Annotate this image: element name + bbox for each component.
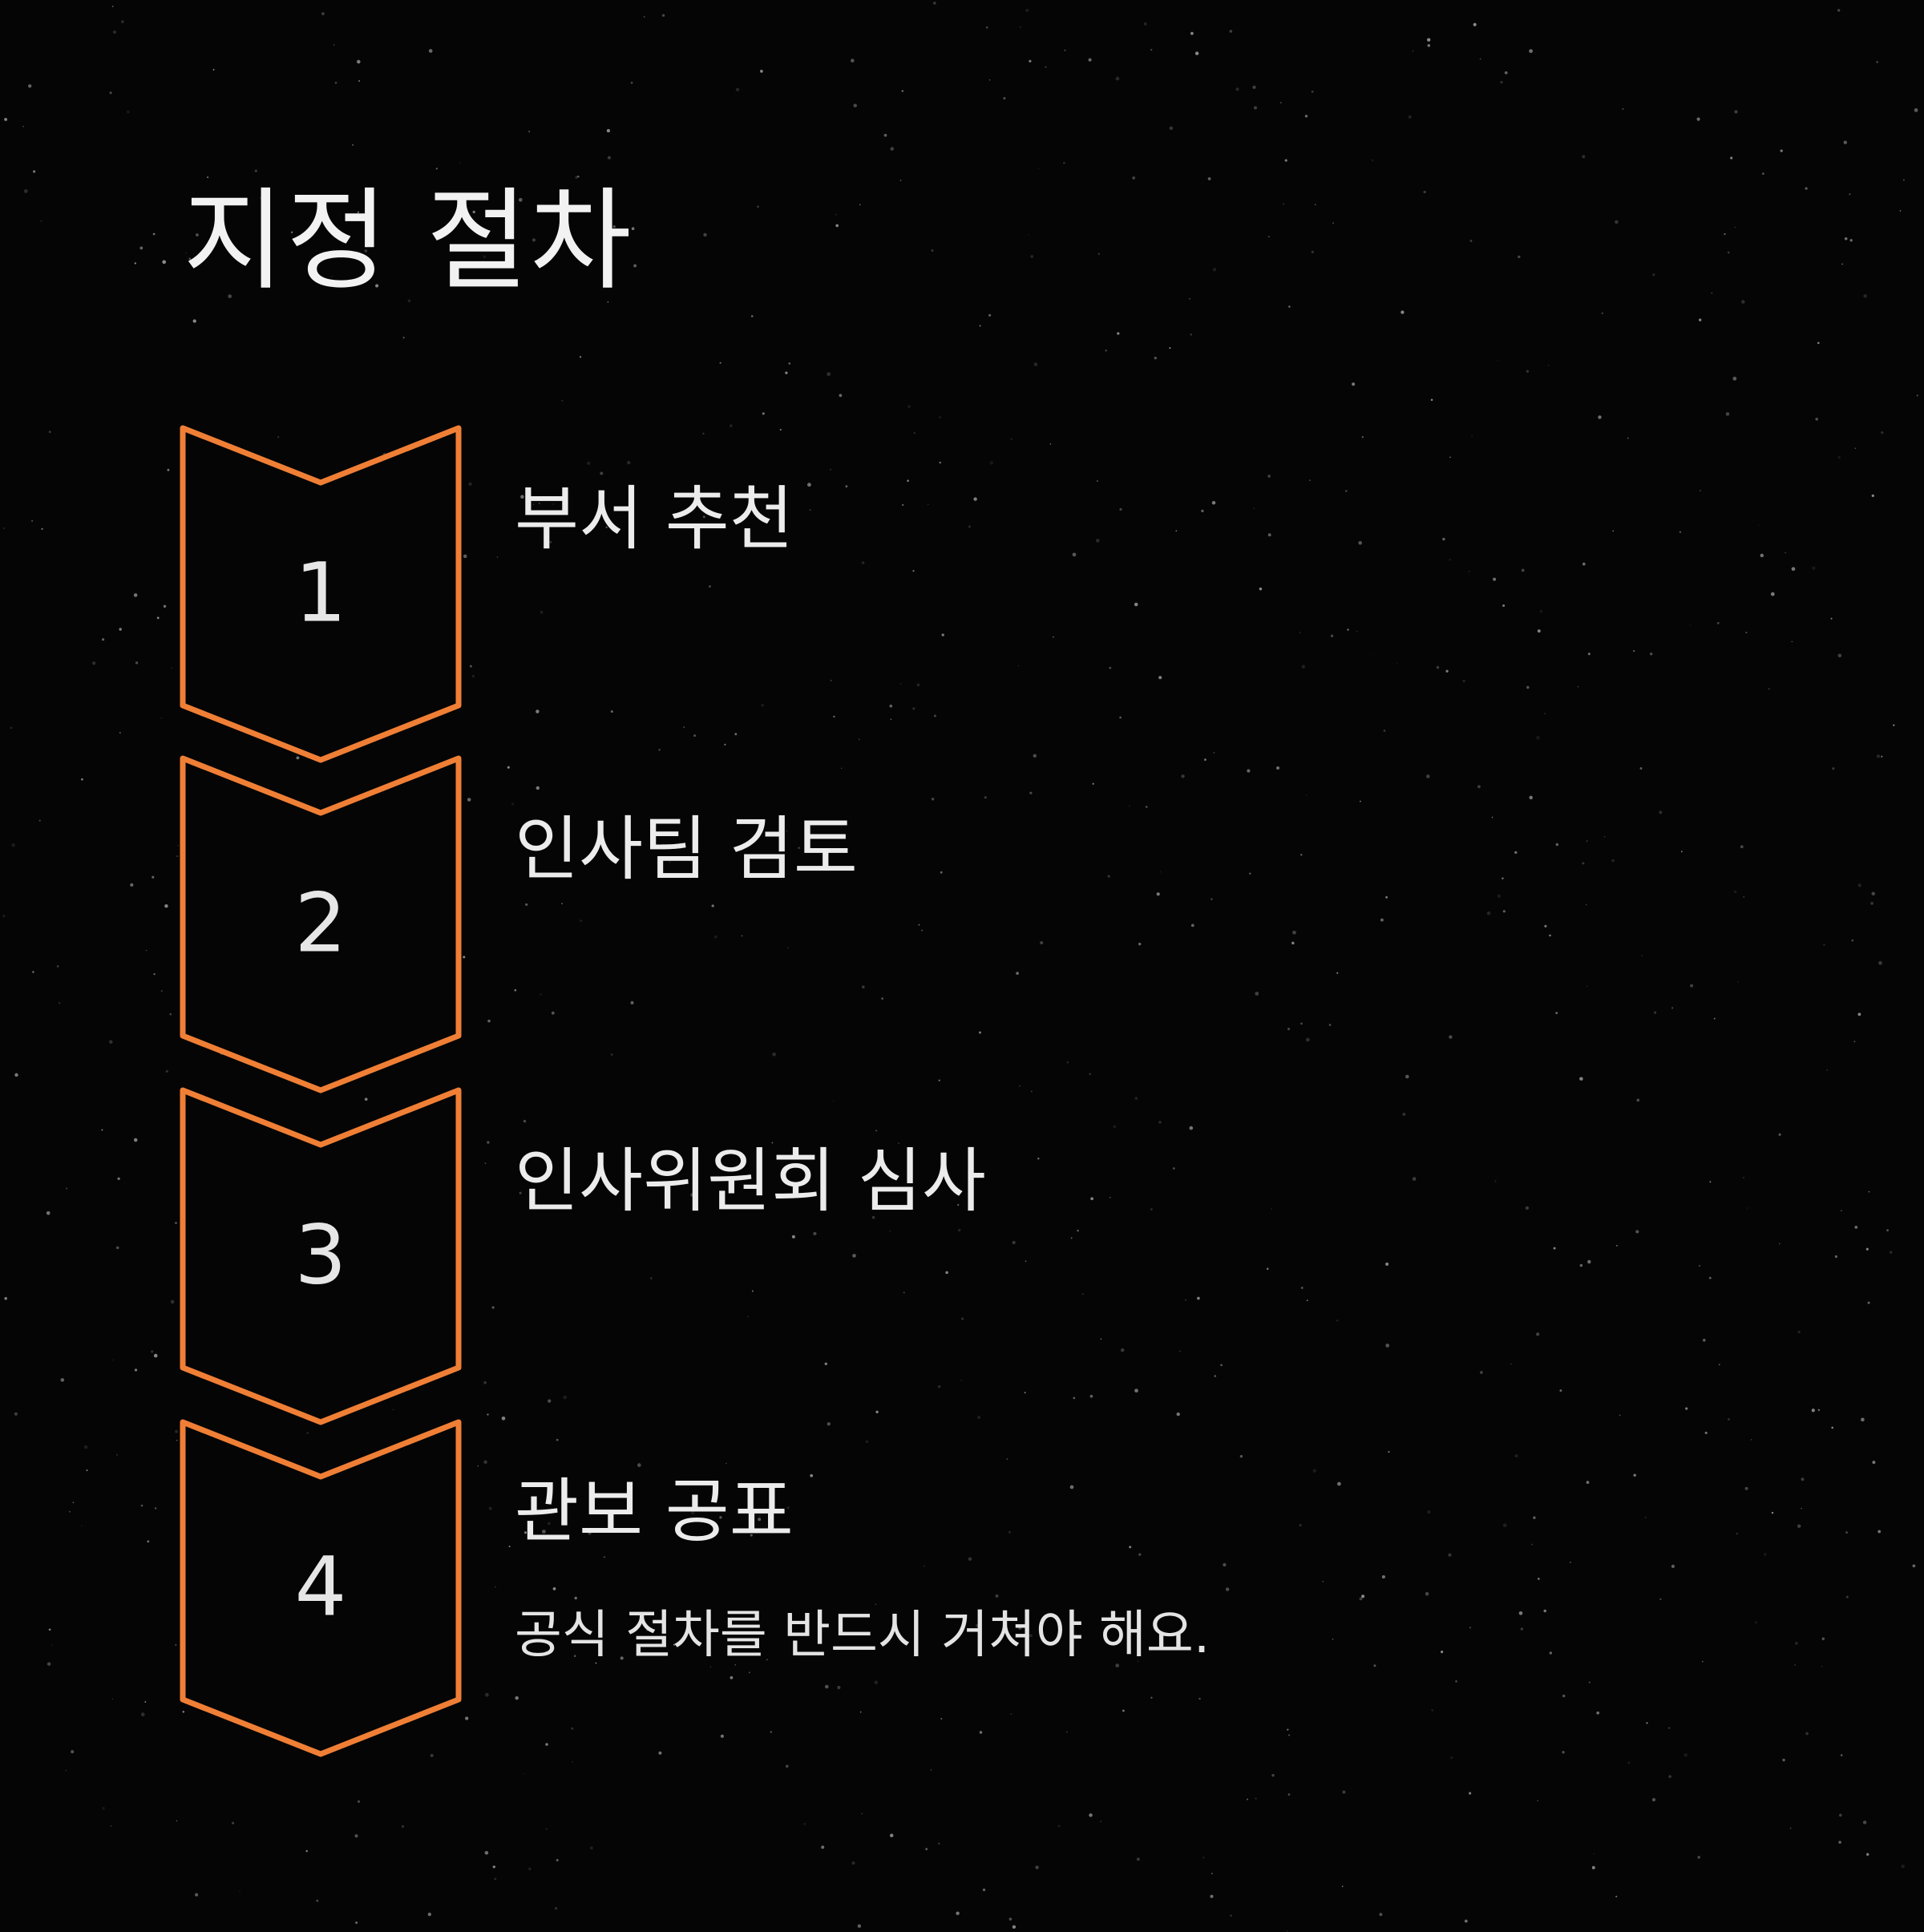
step-1: 1	[180, 425, 462, 763]
step-2-label: 인사팀 검토	[515, 808, 858, 890]
step-3: 3	[180, 1087, 462, 1425]
step-4: 4	[180, 1419, 462, 1757]
step-1-number: 1	[295, 546, 347, 641]
step-1-chevron	[180, 425, 462, 763]
step-2-chevron	[180, 755, 462, 1093]
page-title: 지정 절차	[183, 176, 633, 305]
step-1-label: 부서 추천	[515, 478, 794, 560]
step-3-chevron	[180, 1087, 462, 1425]
step-2: 2	[180, 755, 462, 1093]
step-4-number: 4	[295, 1540, 347, 1635]
step-4-label: 관보 공표	[515, 1470, 794, 1552]
step-2-number: 2	[295, 876, 347, 972]
step-4-chevron	[180, 1419, 462, 1757]
step-4-note: 공식 절차를 반드시 거쳐야 해요.	[515, 1606, 1211, 1665]
step-3-number: 3	[295, 1208, 347, 1303]
step-3-label: 인사위원회 심사	[515, 1140, 986, 1222]
